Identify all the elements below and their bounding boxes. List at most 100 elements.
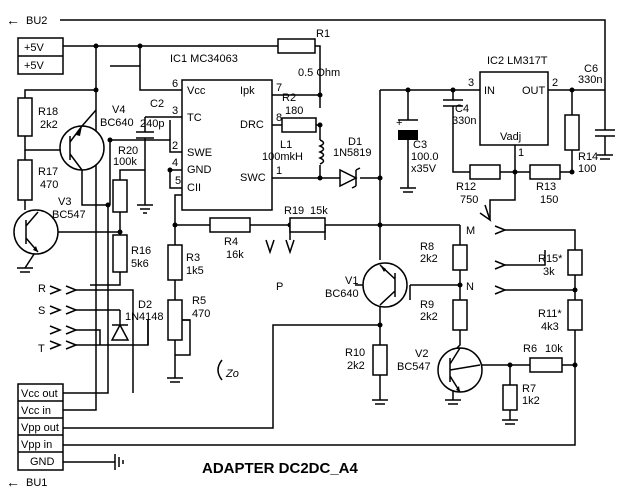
label-r3: R3 bbox=[186, 252, 200, 264]
bu1-pin-vpp-out: Vpp out bbox=[21, 422, 59, 434]
capacitors: + bbox=[136, 99, 615, 175]
value-c3: 100.0 bbox=[411, 151, 439, 163]
resistor-r5 bbox=[167, 299, 183, 341]
value-r16: 5k6 bbox=[131, 258, 149, 270]
ic2-pin-2: 2 bbox=[552, 77, 558, 89]
label-r5: R5 bbox=[192, 295, 206, 307]
transistor-v2 bbox=[437, 347, 483, 393]
label-c4: C4 bbox=[455, 103, 469, 115]
ic1-pin-vcc: Vcc bbox=[187, 85, 206, 97]
wires bbox=[24, 19, 606, 463]
label-r8: R8 bbox=[420, 241, 434, 253]
label-c3: C3 bbox=[413, 139, 427, 151]
label-r9: R9 bbox=[420, 299, 434, 311]
resistor-r17 bbox=[17, 159, 33, 201]
value-r9: 2k2 bbox=[420, 311, 438, 323]
label-r14: R14 bbox=[578, 151, 598, 163]
resistor-r3 bbox=[167, 244, 183, 281]
label-d1: D1 bbox=[348, 136, 362, 148]
label-r2: R2 bbox=[282, 92, 296, 104]
value-r7: 1k2 bbox=[522, 395, 540, 407]
inductor-l1 bbox=[318, 139, 325, 165]
label-r12: R12 bbox=[456, 181, 476, 193]
value-r10: 2k2 bbox=[347, 360, 365, 372]
label-r20: R20 bbox=[118, 145, 138, 157]
bu1-label: BU1 bbox=[26, 477, 47, 489]
value-r5: 470 bbox=[192, 308, 210, 320]
ic2-pin-in: IN bbox=[484, 85, 495, 97]
ic2-name: IC2 LM317T bbox=[487, 55, 548, 67]
value-v4: BC640 bbox=[100, 117, 134, 129]
resistor-r9 bbox=[452, 299, 468, 331]
zener-icon: Zo bbox=[217, 359, 239, 381]
value-r11: 4k3 bbox=[541, 321, 559, 333]
bu1-pin-vcc-in: Vcc in bbox=[21, 405, 51, 417]
value-r6: 10k bbox=[545, 343, 563, 355]
jumper-label-p: P bbox=[276, 281, 283, 293]
bu2-pin-1: +5V bbox=[24, 42, 45, 54]
value-r1: 0.5 Ohm bbox=[298, 67, 340, 79]
label-c2: C2 bbox=[150, 98, 164, 110]
junction-dots bbox=[93, 43, 578, 368]
resistor-r16 bbox=[112, 234, 128, 273]
transistor-v3 bbox=[13, 209, 59, 255]
jumper-icon bbox=[49, 204, 508, 350]
label-v3: V3 bbox=[58, 196, 71, 208]
value-r2: 180 bbox=[285, 105, 303, 117]
resistor-r15 bbox=[567, 249, 583, 276]
svg-text:+: + bbox=[396, 117, 402, 129]
ic1-pin-4: 4 bbox=[172, 157, 178, 169]
component-labels: R1 0.5 Ohm R2 180 L1 100mkH D1 1N5819 C2… bbox=[38, 28, 602, 407]
value-r15: 3k bbox=[543, 266, 555, 278]
label-r18: R18 bbox=[38, 106, 58, 118]
ic1-pin-2: 2 bbox=[172, 140, 178, 152]
value-c4: 330n bbox=[452, 115, 476, 127]
ic1-pin-gnd: GND bbox=[187, 164, 212, 176]
label-v1: V1 bbox=[345, 275, 358, 287]
bu1-pin-vcc-out: Vcc out bbox=[21, 388, 58, 400]
page-title: ADAPTER DC2DC_A4 bbox=[202, 460, 359, 477]
resistor-r13 bbox=[529, 164, 561, 180]
resistor-r12 bbox=[469, 164, 501, 180]
value-r19: 15k bbox=[310, 205, 328, 217]
value-r4: 16k bbox=[226, 249, 244, 261]
ic1-pin-tc: TC bbox=[187, 112, 202, 124]
resistor-r7 bbox=[502, 384, 518, 411]
diode-d2 bbox=[110, 323, 130, 341]
resistor-r4 bbox=[209, 217, 251, 233]
resistor-r8 bbox=[452, 244, 468, 271]
resistor-r6 bbox=[529, 357, 563, 373]
label-r13: R13 bbox=[536, 181, 556, 193]
ic2-lm317t: IC2 LM317T IN OUT Vadj 3 2 1 bbox=[468, 55, 558, 159]
label-r17: R17 bbox=[38, 166, 58, 178]
jumper-label-s: S bbox=[38, 305, 45, 317]
ground-icon bbox=[17, 154, 613, 470]
ic2-pin-3: 3 bbox=[468, 77, 474, 89]
resistor-r20 bbox=[112, 179, 128, 213]
jumper-label-n: N bbox=[466, 281, 474, 293]
jumper-label-m: M bbox=[466, 225, 475, 237]
ic1-pin-5: 5 bbox=[175, 175, 181, 187]
value-d1: 1N5819 bbox=[333, 147, 372, 159]
resistor-r2 bbox=[281, 117, 317, 133]
ic1-name: IC1 MC34063 bbox=[170, 53, 238, 65]
value-r8: 2k2 bbox=[420, 253, 438, 265]
bu2-label: BU2 bbox=[26, 15, 47, 27]
value-r12: 750 bbox=[460, 194, 478, 206]
jumper-label-t: T bbox=[38, 343, 45, 355]
value-d2: 1N4148 bbox=[125, 311, 164, 323]
value-v1: BC640 bbox=[325, 288, 359, 300]
ic1-pin-1: 1 bbox=[276, 165, 282, 177]
ic1-pin-swe: SWE bbox=[187, 147, 212, 159]
bu2-pin-2: +5V bbox=[24, 60, 45, 72]
label-r15: R15* bbox=[538, 253, 563, 265]
ic1-pin-8: 8 bbox=[276, 112, 282, 124]
left-arrow-icon: ← bbox=[6, 474, 20, 490]
label-r16: R16 bbox=[131, 245, 151, 257]
resistor-r18 bbox=[17, 97, 33, 137]
ic2-pin-vadj: Vadj bbox=[500, 131, 521, 143]
bu2-connector: +5V +5V ← BU2 bbox=[6, 12, 64, 75]
ic1-mc34063: IC1 MC34063 Vcc TC SWE GND CII Ipk DRC S… bbox=[170, 53, 282, 211]
label-r10: R10 bbox=[345, 347, 365, 359]
